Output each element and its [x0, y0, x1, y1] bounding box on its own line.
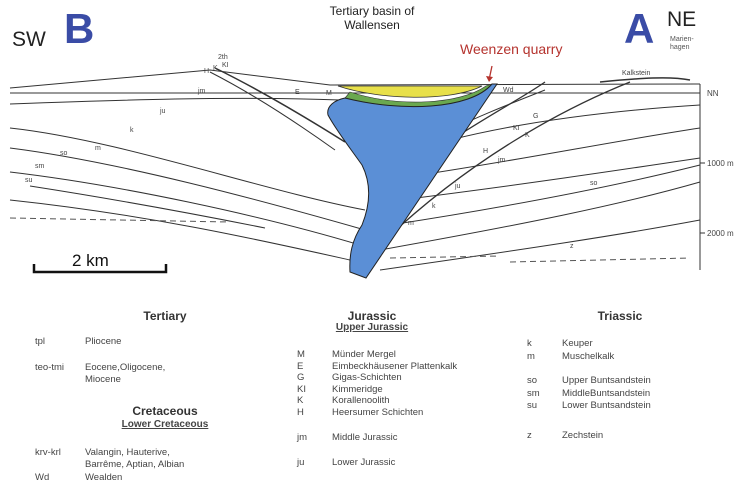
point-b-label: B: [64, 5, 95, 52]
layer-label: jm: [197, 88, 206, 95]
layer-label: K: [213, 65, 218, 72]
legend-desc: Keuper: [562, 338, 593, 349]
layer-label: ju: [454, 183, 461, 190]
legend-code: K: [297, 395, 304, 407]
layer-label: k: [130, 127, 134, 134]
cross-section: 2th H K KI jm ju k m so sm su E M Wd G K…: [9, 54, 734, 279]
legend-desc: Pliocene: [85, 336, 122, 347]
layer-label: KI: [222, 62, 229, 69]
legend-desc: Gigas-Schichten: [332, 372, 402, 384]
legend-code: M: [297, 349, 305, 360]
legend-desc: Upper Buntsandstein: [562, 375, 651, 386]
legend-desc: Eocene,Oligocene, Miocene: [85, 362, 166, 385]
legend-heading-jurassic: Jurassic: [347, 309, 397, 323]
legend-desc: Kimmeridge: [332, 383, 383, 395]
legend-code: m: [527, 350, 535, 362]
legend-heading-cretaceous: Cretaceous: [132, 404, 198, 418]
tertiary-yellow-fill: [337, 85, 483, 98]
scale-bar: [32, 264, 168, 274]
layer-label: so: [60, 150, 68, 157]
legend-code: k: [527, 338, 532, 349]
legend-heading-tertiary: Tertiary: [143, 309, 187, 323]
layer-label: K: [525, 132, 530, 139]
layer-label: Kalkstein: [622, 70, 651, 77]
legend-desc: Valangin, Hauterive, Barrême, Aptian, Al…: [85, 447, 185, 470]
legend-subheading-lower-cretaceous: Lower Cretaceous: [121, 419, 209, 430]
layer-label: KI: [513, 125, 520, 132]
layer-label: H: [483, 148, 488, 155]
legend-triassic-list: k Keuper m Muschelkalk so Upper Buntsandste…: [527, 338, 651, 442]
layer-label: sm: [35, 163, 45, 170]
legend-desc: Wealden: [85, 472, 123, 483]
layer-label: M: [326, 90, 332, 97]
legend-desc: Zechstein: [562, 429, 604, 441]
legend-desc: Korallenoolith: [332, 395, 390, 407]
layer-label: so: [590, 180, 598, 187]
legend-code: E: [297, 360, 304, 372]
scale-bar-label: 2 km: [72, 251, 109, 270]
legend-code: ju: [297, 457, 305, 469]
basin-title-line1: Tertiary basin of: [329, 4, 415, 18]
zechstein-dashes: [9, 217, 691, 263]
layer-label: k: [432, 203, 436, 210]
layer-label: G: [533, 113, 538, 120]
legend-code: jm: [297, 431, 308, 443]
legend-code: G: [297, 372, 305, 384]
legend-code: H: [297, 406, 304, 418]
legend-code: Wd: [35, 472, 50, 483]
depth-label-1000m: 1000 m: [707, 159, 734, 168]
salt-diapir-blue-fill: [327, 83, 498, 279]
legend-desc: Muschelkalk: [562, 350, 615, 362]
layer-labels: 2th H K KI jm ju k m so sm su E M Wd G K…: [25, 54, 651, 250]
legend-desc: Eimbeckhäusener Plattenkalk: [332, 360, 458, 372]
layer-label: H: [204, 68, 209, 75]
legend-desc: Heersumer Schichten: [332, 406, 424, 418]
legend-desc: Middle Jurassic: [332, 431, 398, 443]
layer-label: z: [570, 243, 574, 250]
basin-title-line2: Wallensen: [344, 18, 400, 32]
layer-label: m: [95, 145, 101, 152]
legend-code: so: [527, 375, 538, 386]
layer-label: ju: [159, 108, 166, 115]
depth-label-2000m: 2000 m: [707, 229, 734, 238]
legend-code: krv-krl: [35, 447, 61, 458]
surface-line: [9, 69, 701, 89]
layer-label: m: [408, 220, 414, 227]
weenzen-quarry-label: Weenzen quarry: [460, 41, 563, 57]
legend-code: sm: [527, 387, 540, 399]
legend-code: KI: [297, 383, 306, 395]
legend-jurassic-list: M Münder Mergel E Eimbeckhäusener Plattenk…: [297, 349, 457, 469]
basin-title: Tertiary basin of Wallensen: [322, 4, 422, 32]
legend-code: su: [527, 400, 538, 411]
layer-label: Wd: [503, 87, 514, 94]
marienhagen-label: Marien- hagen: [670, 36, 694, 51]
layer-label: E: [295, 89, 300, 96]
depth-label-nn: NN: [707, 89, 719, 98]
sw-direction-label: SW: [12, 28, 46, 51]
layer-label: 2th: [218, 54, 228, 61]
legend-desc: Lower Buntsandstein: [562, 400, 651, 411]
legend-code: z: [527, 429, 532, 441]
quarry-arrowhead-icon: [486, 76, 493, 82]
legend-desc: Münder Mergel: [332, 349, 396, 360]
legend-heading-triassic: Triassic: [597, 309, 643, 323]
legend-desc: MiddleBuntsandstein: [562, 387, 651, 399]
ne-direction-label: NE: [667, 8, 697, 31]
legend-subheading-upper-jurassic: Upper Jurassic: [335, 322, 409, 333]
legend-code: teo-tmi: [35, 362, 65, 373]
legend-code: tpl: [35, 336, 46, 347]
layer-label: jm: [497, 157, 506, 164]
layer-label: su: [25, 177, 33, 184]
point-a-label: A: [624, 5, 655, 52]
legend-desc: Lower Jurassic: [332, 457, 396, 469]
